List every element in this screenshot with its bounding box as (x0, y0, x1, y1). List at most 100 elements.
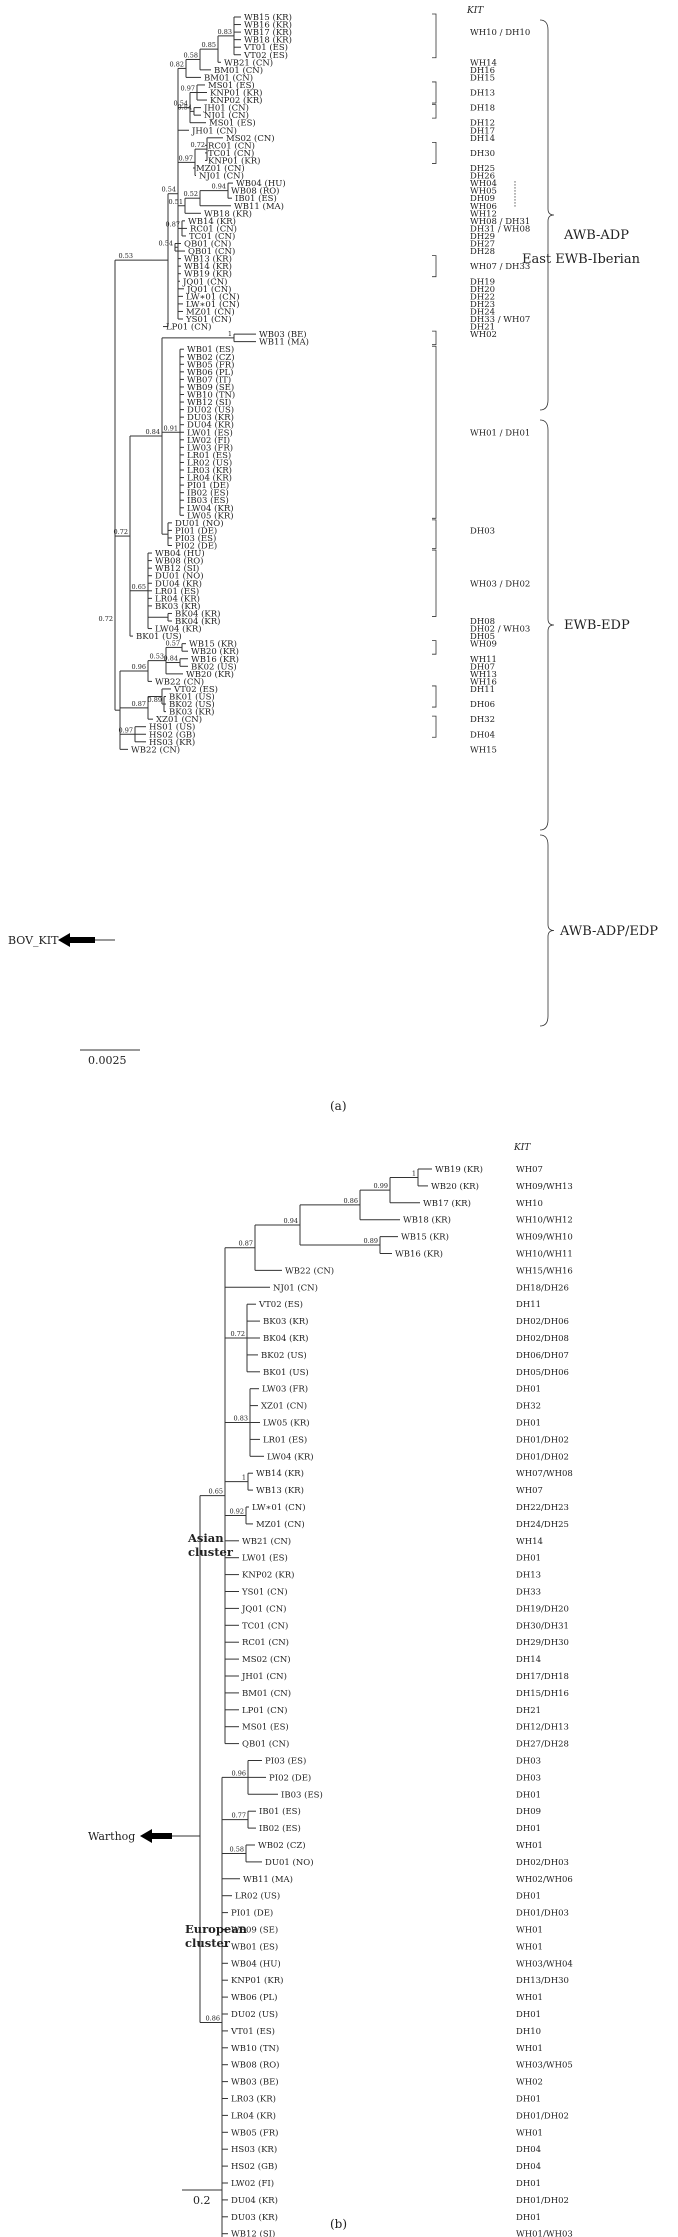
bootstrap-value: 0.72 (191, 141, 205, 149)
leaf-label: WB19 (KR) (184, 269, 232, 280)
kit-haplotype-label: DH01/DH02 (516, 2111, 569, 2121)
kit-haplotype-label: DH33 / WH07 (470, 315, 530, 325)
group-label-awb-adp-edp: AWB-ADP/EDP (559, 924, 658, 939)
leaf-label: MS01 (ES) (209, 118, 256, 129)
kit-haplotype-label: DH28 (470, 247, 495, 257)
leaf-label: LR04 (KR) (187, 473, 232, 484)
group-brace (539, 419, 555, 831)
leaf-label: KNP01 (KR) (231, 1975, 283, 1986)
group-brace (539, 19, 555, 411)
leaf-label: WB20 (KR) (191, 646, 239, 657)
leaf-label: HS02 (GB) (149, 729, 195, 740)
bootstrap-value: 0.84 (164, 655, 178, 663)
root-label: Warthog (88, 1830, 135, 1843)
leaf-label: LW01 (ES) (242, 1553, 288, 1564)
kit-haplotype-label: WH01 (516, 2044, 543, 2054)
bootstrap-value: 0.51 (169, 198, 183, 206)
leaf-label: PI03 (ES) (175, 533, 216, 544)
kit-haplotype-label: DH19/DH20 (516, 1604, 569, 1614)
scale-bar-label: 0.2 (193, 2194, 211, 2207)
kit-haplotype-label: WH01 (516, 1993, 543, 2003)
kit-haplotype-label: WH14 (516, 1537, 543, 1547)
leaf-label: BK04 (KR) (175, 616, 221, 627)
kit-haplotype-label: WH09/WH13 (516, 1182, 573, 1192)
kit-group-bracket (432, 345, 437, 519)
leaf-label: BK04 (KR) (175, 608, 221, 619)
kit-haplotype-label: WH07 (516, 1165, 543, 1175)
leaf-label: WB02 (CZ) (258, 1840, 306, 1851)
leaf-label: XZ01 (CN) (261, 1401, 307, 1412)
leaf-label: BK01 (US) (136, 631, 182, 642)
kit-haplotype-label: WH05 (470, 187, 497, 197)
leaf-label: WB10 (TN) (231, 2043, 279, 2054)
kit-haplotype-label: WH14 (470, 58, 497, 68)
kit-haplotype-label: DH12 (470, 119, 495, 129)
leaf-label: WB20 (KR) (431, 1181, 479, 1192)
leaf-label: WB19 (KR) (435, 1164, 483, 1175)
leaf-label: WB12 (SI) (231, 2229, 275, 2237)
leaf-label: WB03 (BE) (231, 2077, 279, 2088)
leaf-label: MS01 (ES) (208, 80, 255, 91)
leaf-label: LR01 (ES) (187, 450, 231, 461)
kit-haplotype-label: DH24/DH25 (516, 1520, 569, 1530)
leaf-label: BM01 (CN) (214, 65, 263, 76)
leaf-label: BK01 (US) (263, 1367, 309, 1378)
leaf-label: WB13 (KR) (256, 1485, 304, 1496)
leaf-label: YS01 (CN) (241, 1587, 288, 1598)
bootstrap-value: 0.54 (159, 239, 173, 247)
kit-haplotype-label: WH03/WH04 (516, 1959, 573, 1969)
group-brace (539, 834, 555, 1027)
leaf-label: MS02 (CN) (242, 1654, 291, 1665)
bootstrap-value: 0.83 (234, 1415, 248, 1423)
bootstrap-value: 0.97 (181, 85, 195, 93)
kit-haplotype-label: DH01 (516, 1419, 541, 1429)
leaf-label: JH01 (CN) (203, 103, 249, 114)
kit-group-bracket (432, 685, 437, 708)
leaf-label: MZ01 (CN) (186, 306, 235, 317)
kit-haplotype-label: DH02/DH08 (516, 1334, 569, 1344)
kit-haplotype-label: DH17/DH18 (516, 1672, 569, 1682)
kit-haplotype-label: DH19 (470, 277, 495, 287)
leaf-label: XZ01 (CN) (156, 714, 202, 725)
kit-haplotype-label: DH04 (516, 2145, 541, 2155)
leaf-label: LR04 (KR) (155, 593, 200, 604)
leaf-label: WB17 (KR) (244, 27, 292, 38)
kit-haplotype-label: DH24 (470, 307, 495, 317)
leaf-label: BM01 (CN) (204, 72, 253, 83)
kit-haplotype-label: WH04 (470, 179, 497, 189)
kit-haplotype-label: DH23 (470, 300, 495, 310)
leaf-label: WB15 (KR) (244, 12, 292, 23)
kit-haplotype-label: WH07/WH08 (516, 1469, 573, 1479)
kit-haplotype-label: DH01 (516, 1554, 541, 1564)
kit-haplotype-label: DH06/DH07 (516, 1351, 569, 1361)
cluster-label-european-line1: European (185, 1922, 248, 1936)
kit-haplotype-label: DH16 (470, 66, 495, 76)
kit-haplotype-label: DH01/DH02 (516, 1452, 569, 1462)
leaf-label: LR02 (US) (235, 1891, 280, 1902)
leaf-label: DU04 (KR) (155, 578, 202, 589)
bootstrap-value: 0.87 (166, 220, 180, 228)
leaf-label: MZ01 (CN) (196, 163, 245, 174)
leaf-label: QB01 (CN) (184, 239, 231, 250)
bootstrap-value: 0.94 (212, 183, 226, 191)
bootstrap-value: 0.54 (178, 103, 192, 111)
kit-group-bracket (432, 141, 437, 164)
leaf-label: WB06 (PL) (187, 367, 234, 378)
leaf-label: BK01 (US) (169, 692, 215, 703)
kit-group-bracket (432, 255, 437, 278)
root-arrow (58, 933, 95, 947)
group-label-east-ewb-iberian: East EWB-Iberian (522, 252, 641, 267)
kit-haplotype-label: WH10/WH12 (516, 1216, 573, 1226)
leaf-label: WB22 (CN) (155, 676, 204, 687)
kit-group-bracket (432, 519, 437, 549)
leaf-label: WB05 (FR) (231, 2127, 278, 2138)
kit-haplotype-label: DH32 (516, 1402, 541, 1412)
bootstrap-value: 0.57 (166, 639, 180, 647)
kit-haplotype-label: DH29 (470, 232, 495, 242)
bootstrap-value: 0.77 (232, 1812, 246, 1820)
leaf-label: WB17 (KR) (423, 1198, 471, 1209)
leaf-label: WB06 (PL) (231, 1992, 278, 2003)
bootstrap-value: 0.53 (119, 252, 133, 260)
kit-haplotype-label: DH29/DH30 (516, 1638, 569, 1648)
